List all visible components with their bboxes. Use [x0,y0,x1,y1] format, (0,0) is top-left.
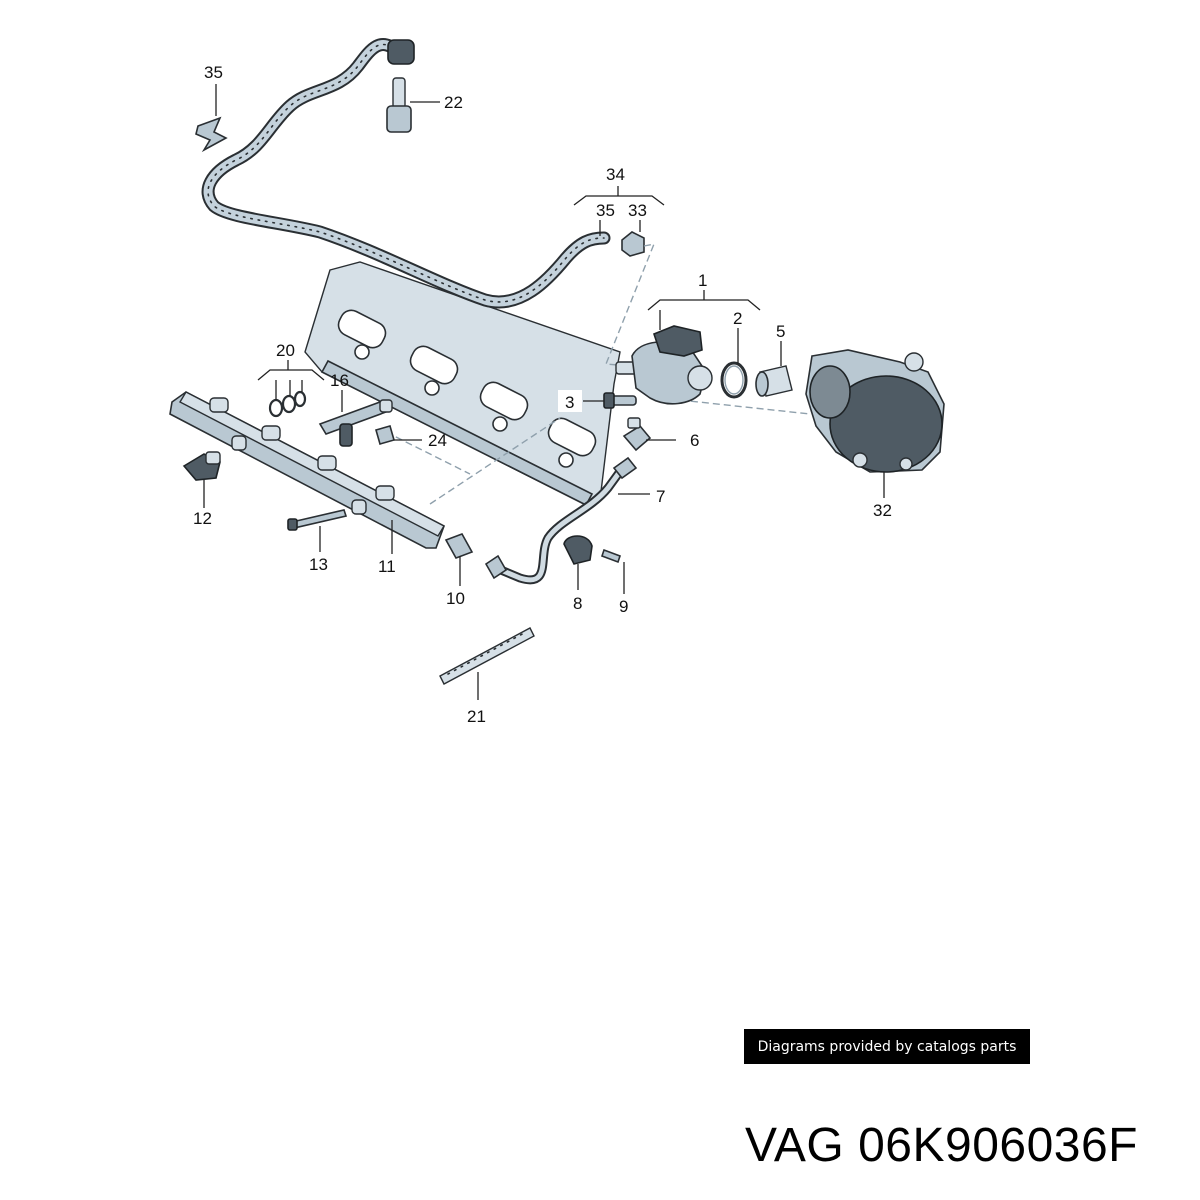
callout-13: 13 [309,555,328,574]
bolt-13 [287,509,348,531]
screw-3 [603,392,637,409]
callout-24: 24 [428,431,447,450]
callout-33: 33 [628,201,647,220]
hose-clip-35 [195,116,228,153]
high-pressure-fuel-pump-1 [615,325,713,405]
screw-9 [600,548,622,564]
connector-fitting-22 [386,77,412,133]
callout-8: 8 [573,594,582,613]
o-ring-2 [720,361,748,399]
vacuum-hose-35 [201,38,611,309]
fuel-rail-11 [169,391,445,549]
callout-2: 2 [733,309,742,328]
part-number-title: VAG 06K906036F [744,1119,1138,1172]
callout-32: 32 [873,501,892,520]
assembly-guide-lines [385,243,811,505]
roller-tappet-5 [755,365,793,397]
callout-9: 9 [619,597,628,616]
callout-6: 6 [690,431,699,450]
callout-labels: 35 22 34 35 33 1 2 5 20 16 3 24 6 12 7 3… [193,63,892,726]
vacuum-pump-32 [805,349,945,473]
callout-1: 1 [698,271,707,290]
callout-21: 21 [467,707,486,726]
callout-10: 10 [446,589,465,608]
pressure-valve-16 [318,399,393,447]
callout-11: 11 [378,557,396,576]
callout-20: 20 [276,341,295,360]
bracket-8 [563,535,593,565]
credit-badge: Diagrams provided by catalogs parts [744,1029,1030,1064]
callout-35-right: 35 [596,201,615,220]
high-pressure-pipe-7 [484,456,638,585]
cap-33 [621,231,645,257]
leader-lines [203,84,885,700]
clip-24 [375,425,395,445]
callout-16: 16 [330,371,349,390]
callout-22: 22 [444,93,463,112]
callout-3: 3 [565,393,574,412]
callout-7: 7 [656,487,665,506]
o-rings-20 [268,390,307,418]
union-fitting-6 [622,417,652,452]
intake-manifold-gasket-plate [304,261,621,507]
callout-35-top: 35 [204,63,223,82]
callout-5: 5 [776,322,785,341]
callout-12: 12 [193,509,212,528]
credit-text: Diagrams provided by catalogs parts [757,1038,1017,1055]
fuel-pressure-sensor-12 [182,451,221,481]
cable-tie-21 [439,627,535,685]
fitting-10 [444,533,474,559]
callout-34: 34 [606,165,625,184]
